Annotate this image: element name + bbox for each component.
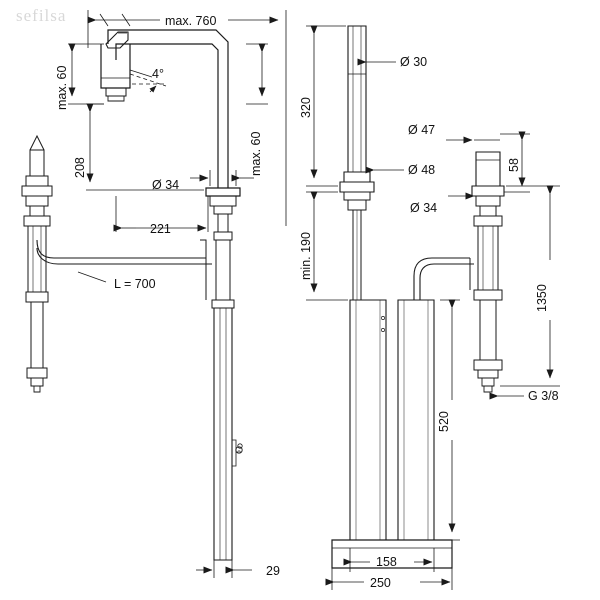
dim-angle-4: 4° (152, 67, 164, 81)
dim-dia-48: Ø 48 (408, 163, 435, 177)
dim-max-760: max. 760 (165, 14, 216, 28)
watermark-text: sefilsa (16, 6, 67, 25)
dim-29: 29 (266, 564, 280, 578)
dim-dia-34-left: Ø 34 (152, 178, 179, 192)
left-view-faucet (21, 29, 243, 561)
middle-view-faucet (331, 25, 470, 569)
dim-221: 221 (150, 222, 171, 236)
dim-58: 58 (507, 158, 521, 172)
dimension-lines (68, 10, 560, 590)
dim-320: 320 (299, 97, 313, 118)
dim-g38: G 3/8 (528, 389, 559, 403)
dim-dia-34-right: Ø 34 (410, 201, 437, 215)
right-view-faucet (469, 151, 505, 393)
dim-dia-30: Ø 30 (400, 55, 427, 69)
dim-1350: 1350 (535, 284, 549, 312)
dim-max-60-right: max. 60 (249, 131, 263, 176)
dim-min-190: min. 190 (299, 232, 313, 280)
dim-520: 520 (437, 411, 451, 432)
dim-208: 208 (73, 157, 87, 178)
dim-250: 250 (370, 576, 391, 590)
dim-dia-47: Ø 47 (408, 123, 435, 137)
dim-158: 158 (376, 555, 397, 569)
dim-max-60-left: max. 60 (55, 65, 69, 110)
dim-hose-length: L = 700 (114, 277, 156, 291)
